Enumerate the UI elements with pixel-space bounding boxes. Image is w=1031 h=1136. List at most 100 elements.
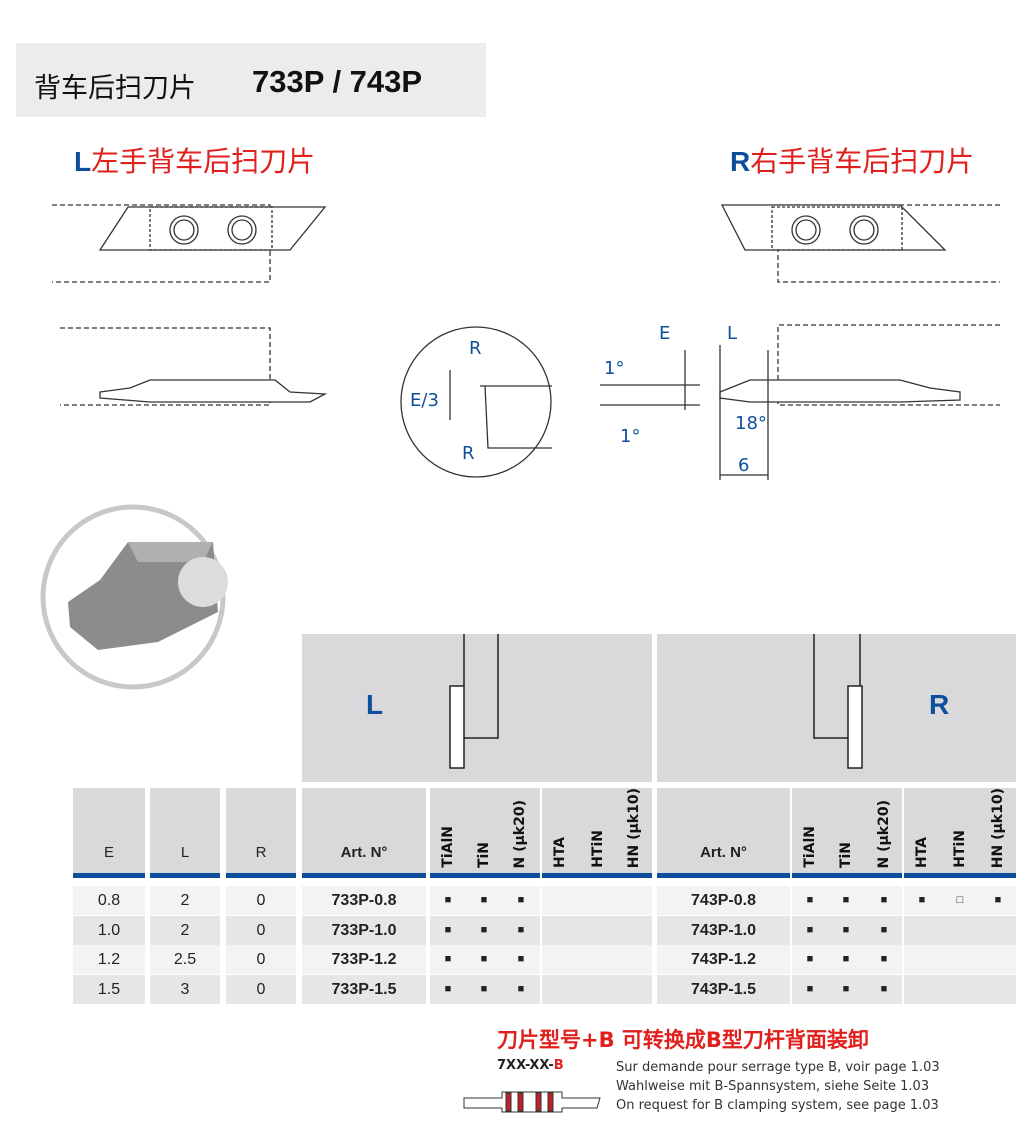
availability-mark: ■ (880, 923, 888, 936)
availability-mark (988, 916, 1008, 945)
coating-header: TiN (476, 841, 492, 868)
coating-cells (430, 915, 540, 945)
coating-header: HN (µk10) (990, 787, 1006, 868)
header-rule (302, 873, 426, 878)
coating-cells (430, 886, 540, 915)
availability-mark: ■ (517, 894, 525, 906)
cell-article-right: 743P-1.2 (657, 945, 790, 974)
availability-mark (912, 975, 932, 1004)
coating-cells (904, 886, 1016, 915)
availability-mark (912, 945, 932, 974)
cell-article-left: 733P-1.0 (302, 915, 426, 945)
coating-group-b-right (904, 788, 1016, 873)
coating-group-a-left (430, 788, 540, 873)
insert-photo (40, 504, 228, 690)
cell-article-left: 733P-1.5 (302, 974, 426, 1004)
availability-mark (624, 886, 644, 915)
detail-circle (400, 326, 552, 478)
right-insert-side-view (600, 324, 1000, 480)
coating-cells (542, 915, 652, 945)
cell-r: 0 (226, 915, 296, 945)
availability-mark: ■ (806, 894, 814, 906)
coating-header: HTA (552, 836, 568, 868)
coating-cells (792, 915, 902, 945)
availability-mark (588, 916, 608, 945)
b-code: 7XX-XX-B (497, 1058, 564, 1073)
availability-mark (950, 945, 970, 974)
right-hand-header: R (657, 634, 1016, 782)
availability-mark: ■ (444, 923, 452, 936)
availability-mark (550, 886, 570, 915)
availability-mark: ■ (918, 894, 926, 906)
coating-header: HTA (914, 836, 930, 868)
availability-mark: □ (956, 894, 964, 906)
coating-header: TiAlN (440, 826, 456, 868)
technical-drawings (52, 204, 1000, 480)
coating-group-a-right (792, 788, 902, 873)
l-label: L (727, 323, 738, 344)
availability-mark: ■ (444, 953, 452, 965)
availability-mark (550, 975, 570, 1004)
coating-header: HTiN (590, 830, 606, 868)
availability-mark (588, 975, 608, 1004)
coating-header: HN (µk10) (626, 787, 642, 868)
availability-mark (588, 945, 608, 974)
left-hand-heading: L左手背车后扫刀片 (74, 145, 316, 178)
dimension-label: 6 (738, 455, 750, 476)
header-art-left: Art. N° (302, 788, 426, 873)
header-l: L (150, 788, 220, 873)
cell-e: 1.2 (73, 945, 145, 974)
availability-mark (588, 886, 608, 915)
availability-mark: ■ (517, 982, 525, 995)
header-rule (430, 873, 540, 878)
availability-mark (624, 916, 644, 945)
e-label: E (659, 323, 671, 344)
availability-mark: ■ (480, 923, 488, 936)
header-rule (792, 873, 902, 878)
e-third-label: E/3 (410, 390, 439, 411)
cell-r: 0 (226, 974, 296, 1004)
right-hand-heading: R右手背车后扫刀片 (730, 145, 975, 178)
availability-mark: ■ (806, 982, 814, 995)
coating-cells (904, 974, 1016, 1004)
coating-header: N (µk20) (512, 799, 528, 868)
header-rule (150, 873, 220, 878)
availability-mark (624, 975, 644, 1004)
right-insert-top-view (720, 204, 1000, 283)
page-title: 背车后扫刀片 (34, 73, 196, 104)
availability-mark: ■ (806, 953, 814, 965)
availability-mark: ■ (806, 923, 814, 936)
title-box (16, 43, 486, 117)
coating-cells (430, 974, 540, 1004)
coating-cells (792, 945, 902, 974)
angle-label: 18° (735, 413, 767, 434)
availability-mark: ■ (517, 923, 525, 936)
availability-mark: ■ (842, 894, 850, 906)
cell-l: 3 (150, 974, 220, 1004)
coating-cells (430, 945, 540, 974)
availability-mark: ■ (480, 894, 488, 906)
availability-mark: ■ (444, 982, 452, 995)
angle-label: 1° (620, 426, 641, 447)
coating-header: HTiN (952, 830, 968, 868)
cell-article-right: 743P-1.5 (657, 974, 790, 1004)
availability-mark (624, 945, 644, 974)
header-rule (226, 873, 296, 878)
header-rule (657, 873, 790, 878)
cell-l: 2 (150, 886, 220, 915)
availability-mark: ■ (480, 953, 488, 965)
availability-mark: ■ (880, 894, 888, 906)
availability-mark (950, 975, 970, 1004)
coating-header: N (µk20) (876, 799, 892, 868)
left-hand-header: L (302, 634, 652, 782)
coating-header: TiN (838, 841, 854, 868)
left-insert-side-view (60, 327, 328, 406)
header-rule (542, 873, 652, 878)
radius-label: R (462, 443, 475, 464)
header-e: E (73, 788, 145, 873)
radius-label: R (469, 338, 482, 359)
header-rule (904, 873, 1016, 878)
